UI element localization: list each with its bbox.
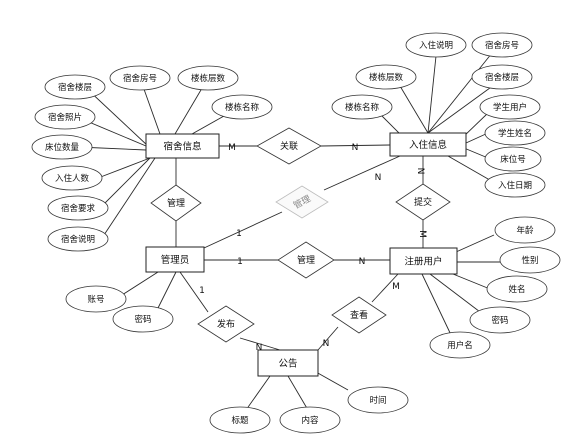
attribute-user-age: 年龄 xyxy=(494,216,556,244)
attribute-student-name: 学生姓名 xyxy=(484,120,546,146)
svg-text:时间: 时间 xyxy=(369,395,386,406)
svg-text:用户名: 用户名 xyxy=(447,340,473,351)
attribute-bed-count: 床位数量 xyxy=(31,134,93,160)
svg-text:床位号: 床位号 xyxy=(500,154,526,165)
entity-admin-label: 管理员 xyxy=(161,254,190,266)
entity-checkin-info[interactable]: 入住信息 xyxy=(389,132,467,157)
svg-text:年龄: 年龄 xyxy=(516,225,534,236)
cardinality-link-dorm: M xyxy=(228,143,236,153)
attribute-bed-no: 床位号 xyxy=(484,146,542,172)
attribute-notice-content: 内容 xyxy=(279,406,341,434)
attribute-occupants: 入住人数 xyxy=(41,165,103,191)
svg-text:宿舍房号: 宿舍房号 xyxy=(123,73,157,84)
relationship-view[interactable]: 查看 xyxy=(331,296,387,334)
cardinality-link-checkin: N xyxy=(352,143,359,153)
attribute-building-floors: 楼栋层数 xyxy=(177,65,239,91)
cardinality-manage-checkin-target: N xyxy=(375,173,382,183)
relationship-link-label: 关联 xyxy=(280,140,298,152)
entity-dorm-info[interactable]: 宿舍信息 xyxy=(145,133,220,159)
entity-notice[interactable]: 公告 xyxy=(257,349,319,377)
cardinality-manage-user-target: N xyxy=(359,257,366,267)
relationship-manage-dorm[interactable]: 管理 xyxy=(150,184,202,222)
cardinality-submit-checkin: N xyxy=(415,168,425,175)
svg-text:性别: 性别 xyxy=(521,255,538,266)
svg-text:密码: 密码 xyxy=(491,315,508,326)
svg-text:内容: 内容 xyxy=(301,415,319,426)
attribute-user-name: 姓名 xyxy=(486,275,548,303)
relationship-view-label: 查看 xyxy=(350,309,368,321)
attribute-checkin-dorm-floor: 宿舍楼层 xyxy=(471,64,533,90)
entity-registered-user-label: 注册用户 xyxy=(404,256,442,268)
svg-text:学生用户: 学生用户 xyxy=(493,102,527,113)
relationship-submit-label: 提交 xyxy=(414,196,432,208)
attribute-dorm-description: 宿舍说明 xyxy=(47,226,109,252)
relationship-publish-label: 发布 xyxy=(217,318,235,330)
svg-text:宿舍照片: 宿舍照片 xyxy=(48,112,82,123)
entity-checkin-info-label: 入住信息 xyxy=(409,139,447,151)
attribute-checkin-room-no: 宿舍房号 xyxy=(471,32,533,58)
attribute-user-password: 密码 xyxy=(469,306,531,334)
attribute-checkin-building-name: 楼栋名称 xyxy=(331,94,393,120)
svg-text:楼栋名称: 楼栋名称 xyxy=(345,102,380,113)
svg-text:密码: 密码 xyxy=(134,314,151,325)
cardinality-view-notice: N xyxy=(323,339,330,349)
cardinality-view-user: M xyxy=(392,282,400,292)
svg-text:楼栋名称: 楼栋名称 xyxy=(225,102,260,113)
cardinality-submit-user: M xyxy=(417,230,427,238)
svg-text:宿舍房号: 宿舍房号 xyxy=(485,40,519,51)
cardinality-manage-checkin-admin: 1 xyxy=(236,229,242,239)
entity-registered-user[interactable]: 注册用户 xyxy=(389,247,458,275)
relationship-manage-user-label: 管理 xyxy=(297,254,315,266)
svg-text:宿舍楼层: 宿舍楼层 xyxy=(58,82,92,93)
attribute-checkin-description: 入住说明 xyxy=(405,32,467,58)
svg-text:标题: 标题 xyxy=(231,415,249,426)
attribute-username: 用户名 xyxy=(429,331,491,359)
attribute-dorm-photo: 宿舍照片 xyxy=(34,104,96,130)
relationship-manage-user[interactable]: 管理 xyxy=(277,241,335,279)
entity-notice-label: 公告 xyxy=(278,358,297,370)
attribute-dorm-room-no: 宿舍房号 xyxy=(109,65,171,91)
attribute-notice-time: 时间 xyxy=(347,386,409,414)
cardinality-publish-notice: N xyxy=(256,343,263,353)
cardinality-manage-user-admin: 1 xyxy=(237,257,243,267)
svg-text:姓名: 姓名 xyxy=(508,284,525,295)
svg-text:入住日期: 入住日期 xyxy=(498,180,532,191)
attribute-dorm-floor: 宿舍楼层 xyxy=(44,74,106,100)
relationship-link[interactable]: 关联 xyxy=(256,127,322,165)
svg-text:入住人数: 入住人数 xyxy=(55,173,90,184)
attribute-notice-title: 标题 xyxy=(209,406,271,434)
attribute-checkin-date: 入住日期 xyxy=(484,172,546,198)
svg-text:楼栋层数: 楼栋层数 xyxy=(191,73,226,84)
svg-text:楼栋层数: 楼栋层数 xyxy=(369,72,404,83)
attribute-admin-password: 密码 xyxy=(112,305,174,333)
attribute-student-user: 学生用户 xyxy=(479,94,541,120)
svg-text:床位数量: 床位数量 xyxy=(45,142,80,153)
relationship-submit[interactable]: 提交 xyxy=(395,183,451,221)
entity-admin[interactable]: 管理员 xyxy=(145,246,205,273)
entity-dorm-info-label: 宿舍信息 xyxy=(163,141,201,153)
attribute-dorm-requirements: 宿舍要求 xyxy=(47,195,109,221)
relationship-publish[interactable]: 发布 xyxy=(197,305,255,343)
attribute-checkin-building-floors: 楼栋层数 xyxy=(355,64,417,90)
attribute-building-name: 楼栋名称 xyxy=(211,94,273,120)
svg-text:宿舍说明: 宿舍说明 xyxy=(61,234,95,245)
svg-text:账号: 账号 xyxy=(87,295,104,305)
svg-text:入住说明: 入住说明 xyxy=(419,40,453,51)
relationship-manage-checkin[interactable]: 管理 xyxy=(275,185,329,219)
svg-text:宿舍楼层: 宿舍楼层 xyxy=(485,72,519,83)
relationship-manage-dorm-label: 管理 xyxy=(167,197,185,209)
attribute-admin-account: 账号 xyxy=(65,285,127,313)
svg-text:学生姓名: 学生姓名 xyxy=(498,128,532,139)
svg-text:宿舍要求: 宿舍要求 xyxy=(61,203,96,214)
cardinality-labels: M N 1 N 1 N N M 1 N N M xyxy=(199,143,427,353)
attribute-user-gender: 性别 xyxy=(499,246,561,274)
cardinality-publish-admin: 1 xyxy=(199,286,205,296)
